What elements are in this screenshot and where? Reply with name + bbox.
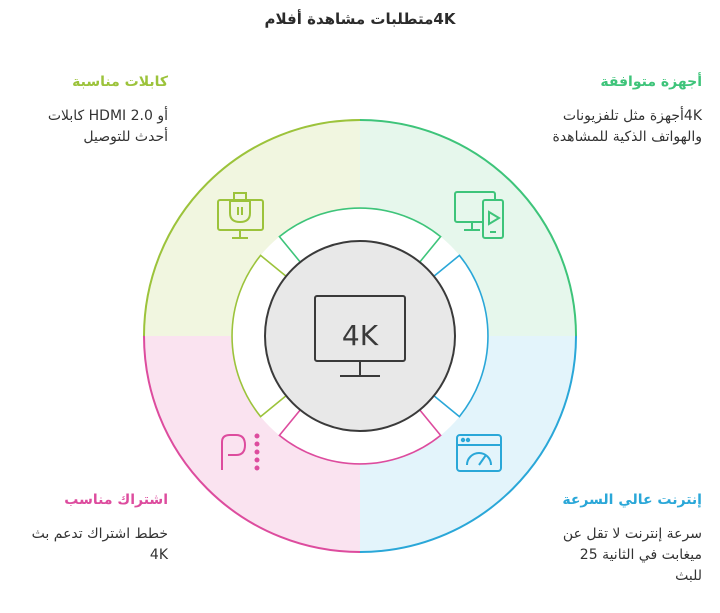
browser-speed-icon xyxy=(456,434,502,472)
center-circle xyxy=(264,240,456,432)
page-title: 4Kمتطلبات مشاهدة أفلام xyxy=(264,10,456,28)
devices-body-line: والهواتف الذكية للمشاهدة xyxy=(552,129,703,145)
outer-arc-cables xyxy=(143,119,361,337)
subscription-body-line: خطط اشتراك تدعم بث xyxy=(31,526,168,542)
outer-arc-devices xyxy=(359,119,577,337)
center-label: 4K xyxy=(342,319,379,352)
internet-card: إنترنت عالي السرعة سرعة إنترنت لا تقل عن… xyxy=(492,492,702,587)
cables-body-line: أحدث للتوصيل xyxy=(83,129,168,145)
subscription-body-line: 4K xyxy=(149,547,168,563)
tv-phone-icon xyxy=(454,191,504,239)
devices-heading: أجهزة متوافقة xyxy=(600,74,702,90)
cables-body: أو HDMI 2.0 كابلات أحدث للتوصيل xyxy=(18,106,168,148)
cables-body-line: أو HDMI 2.0 كابلات xyxy=(47,108,168,124)
internet-body-line: سرعة إنترنت لا تقل عن xyxy=(562,526,702,542)
devices-body-line: 4Kأجهزة مثل تلفزيونات xyxy=(562,108,702,124)
subscription-card: اشتراك مناسب خطط اشتراك تدعم بث 4K xyxy=(18,492,168,566)
hdmi-cable-icon xyxy=(217,192,264,239)
devices-card: أجهزة متوافقة 4Kأجهزة مثل تلفزيونات واله… xyxy=(492,74,703,148)
internet-heading: إنترنت عالي السرعة xyxy=(562,492,702,508)
subscription-body: خطط اشتراك تدعم بث 4K xyxy=(18,524,168,566)
4k-monitor-icon xyxy=(314,295,406,377)
cables-heading: كابلات مناسبة xyxy=(72,74,168,90)
paramount-plus-icon xyxy=(221,433,260,471)
cables-card: كابلات مناسبة أو HDMI 2.0 كابلات أحدث لل… xyxy=(18,74,168,148)
outer-arc-subscription xyxy=(143,335,361,553)
devices-body: 4Kأجهزة مثل تلفزيونات والهواتف الذكية لل… xyxy=(492,106,703,148)
outer-arc-internet xyxy=(359,335,577,553)
subscription-heading: اشتراك مناسب xyxy=(64,492,168,508)
internet-body-line: للبث xyxy=(675,568,702,584)
internet-body-line: ميغابت في الثانية 25 xyxy=(579,547,702,563)
internet-body: سرعة إنترنت لا تقل عن ميغابت في الثانية … xyxy=(492,524,702,587)
